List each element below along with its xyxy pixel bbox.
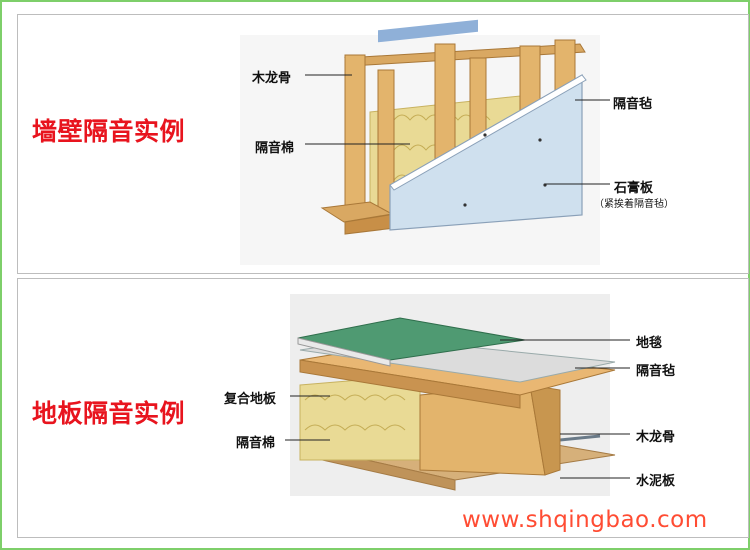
label-floor-carpet: 地毯	[636, 336, 663, 351]
label-wall-cotton: 隔音棉	[255, 141, 295, 156]
label-wall-stud: 木龙骨	[252, 71, 292, 86]
label-floor-joist: 木龙骨	[636, 430, 676, 445]
wall-title: 墙壁隔音实例	[32, 117, 186, 146]
label-floor-felt: 隔音毡	[636, 364, 676, 379]
floor-title: 地板隔音实例	[32, 399, 186, 428]
label-floor-cotton: 隔音棉	[236, 436, 276, 451]
label-floor-cement: 水泥板	[636, 474, 676, 489]
label-floor-composite: 复合地板	[224, 392, 277, 407]
watermark: www.shqingbao.com	[462, 507, 708, 533]
label-wall-gypsum: 石膏板	[614, 181, 654, 196]
label-wall-felt: 隔音毡	[613, 97, 653, 112]
label-wall-gypsum-note: （紧挨着隔音毡）	[594, 199, 674, 210]
